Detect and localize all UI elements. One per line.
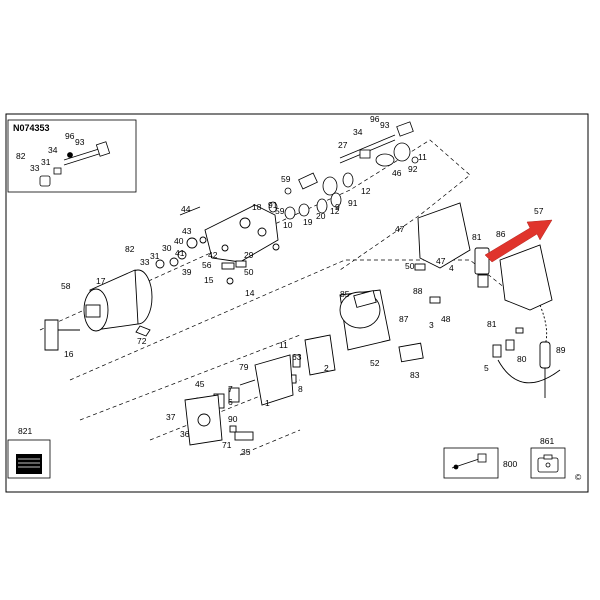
callout: 89 — [556, 345, 566, 355]
callout: 81 — [487, 319, 497, 329]
callout: 47 — [395, 224, 405, 234]
callout: 81 — [472, 232, 482, 242]
inset-callout: 33 — [30, 163, 40, 173]
callout: 861 — [540, 436, 554, 446]
callout: 45 — [195, 379, 205, 389]
callout: 3 — [429, 320, 434, 330]
callout: 12 — [330, 206, 340, 216]
callout: 37 — [166, 412, 176, 422]
callout: 96 — [370, 114, 380, 124]
callout: 88 — [413, 286, 423, 296]
callout: 52 — [370, 358, 380, 368]
callout: 57 — [534, 206, 544, 216]
callout: 18 — [252, 202, 262, 212]
callout: 17 — [96, 276, 106, 286]
inset-callouts: 96 93 34 31 33 82 — [16, 131, 85, 173]
callout: 43 — [182, 226, 192, 236]
outer-frame — [5, 113, 589, 493]
callout: 86 — [496, 229, 506, 239]
inset-box — [7, 119, 137, 193]
callout: 5 — [484, 363, 489, 373]
callout: 12 — [361, 186, 371, 196]
callout: 63 — [292, 352, 302, 362]
callout: 40 — [174, 236, 184, 246]
callout: 58 — [61, 281, 71, 291]
callout: 9 — [335, 202, 340, 212]
chuck-key-box — [443, 447, 499, 479]
callout: 7 — [228, 384, 233, 394]
callout: 19 — [303, 217, 313, 227]
callout: 39 — [182, 267, 192, 277]
callout: 14 — [245, 288, 255, 298]
callout: 1 — [265, 398, 270, 408]
callout: 48 — [441, 314, 451, 324]
callout: 80 — [517, 354, 527, 364]
callout: 47 — [436, 256, 446, 266]
inset-callout: 82 — [16, 151, 26, 161]
callout: 34 — [353, 127, 363, 137]
callout: 59 — [281, 174, 291, 184]
inset-callout: 31 — [41, 157, 51, 167]
callout: 82 — [125, 244, 135, 254]
callout: 30 — [162, 243, 172, 253]
callout: 91 — [268, 200, 278, 210]
callout: 821 — [18, 426, 32, 436]
callout: 42 — [208, 250, 218, 260]
callout: 800 — [503, 459, 517, 469]
callout: 85 — [340, 289, 350, 299]
callout: 79 — [239, 362, 249, 372]
callout: 11 — [279, 340, 288, 350]
callout: 91 — [348, 198, 358, 208]
inset-code: N074353 — [13, 123, 50, 133]
motor-parts-drawing — [184, 289, 391, 446]
callout: 35 — [241, 447, 251, 457]
inset-drill-bit-drawing — [39, 141, 111, 187]
chuck-key-icon — [451, 453, 487, 470]
spindle-parts-drawing — [268, 121, 419, 220]
callout: 16 — [64, 349, 74, 359]
callout: 11 — [418, 152, 427, 162]
callout: 90 — [228, 414, 238, 424]
callout: 83 — [410, 370, 420, 380]
callout: 15 — [204, 275, 214, 285]
callout: 33 — [140, 257, 150, 267]
front-housing-drawing — [44, 269, 153, 351]
callout: 72 — [137, 336, 147, 346]
callout: 36 — [180, 429, 190, 439]
callout: 6 — [228, 397, 233, 407]
callout: 50 — [244, 267, 254, 277]
callout: 20 — [316, 211, 326, 221]
inset-callout: 96 — [65, 131, 75, 141]
label-plate-icon — [16, 454, 42, 474]
callout: 50 — [405, 261, 415, 271]
callout: 92 — [408, 164, 418, 174]
callout: 31 — [150, 251, 160, 261]
callout: 2 — [324, 363, 329, 373]
callout: 56 — [202, 260, 212, 270]
callout: 27 — [338, 140, 348, 150]
callout: 29 — [244, 250, 254, 260]
carry-case-icon — [537, 454, 559, 473]
callout: 87 — [399, 314, 409, 324]
copyright-mark: © — [575, 472, 582, 482]
inset-callout: 34 — [48, 145, 58, 155]
rear-handle-drawing — [353, 202, 561, 398]
inset-callout: 93 — [75, 137, 85, 147]
callout: 8 — [298, 384, 303, 394]
callouts: 96 93 34 27 46 92 11 12 9 91 59 59 10 19… — [18, 114, 566, 469]
highlight-arrow-icon — [484, 219, 553, 263]
callout: 93 — [380, 120, 390, 130]
gear-housing-drawing — [155, 204, 280, 285]
callout: 46 — [392, 168, 402, 178]
callout: 44 — [181, 204, 191, 214]
callout: 71 — [222, 440, 232, 450]
callout: 4 — [449, 263, 454, 273]
callout: 10 — [283, 220, 293, 230]
callout: 41 — [175, 248, 185, 258]
callout: 59 — [275, 206, 285, 216]
